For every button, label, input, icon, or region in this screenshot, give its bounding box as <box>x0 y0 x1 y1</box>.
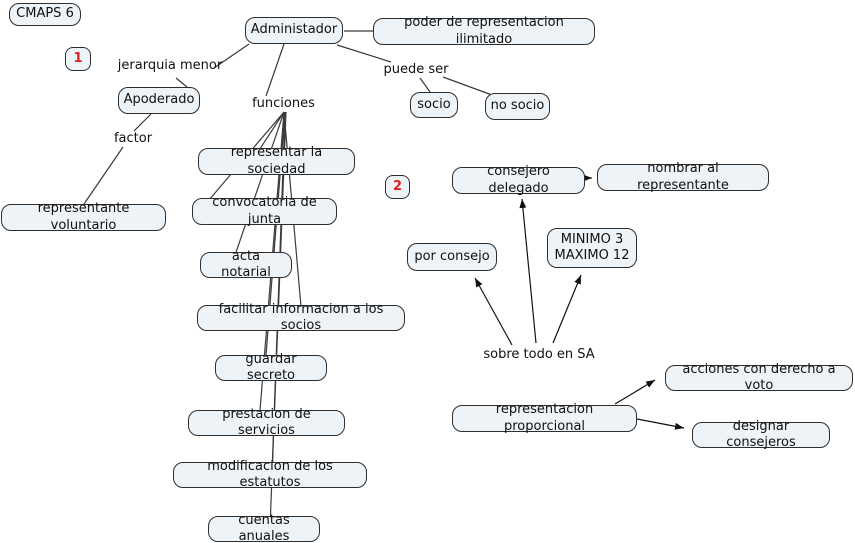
node-representar-sociedad[interactable]: representar la sociedad <box>198 145 355 177</box>
node-guardar-secreto-label: guardar secreto <box>245 351 297 383</box>
phrase-jerarquia-menor-label: jerarquia menor <box>117 57 223 73</box>
node-representacion-proporcional[interactable]: representacion proporcional <box>452 402 637 434</box>
phrase-sobre-todo-en-sa-label: sobre todo en SA <box>483 346 595 362</box>
marker-2-label: 2 <box>392 178 403 194</box>
marker-1[interactable]: 1 <box>65 47 91 71</box>
node-minimo-maximo[interactable]: MINIMO 3 MAXIMO 12 <box>547 228 637 268</box>
edge <box>336 44 392 63</box>
node-apoderado[interactable]: Apoderado <box>118 87 200 114</box>
node-socio[interactable]: socio <box>410 92 458 118</box>
node-administrador-label: Administador <box>250 22 338 38</box>
node-poder-representacion[interactable]: poder de representacion ilimitado <box>373 15 595 47</box>
node-prestacion-servicios-label: prestacion de servicios <box>222 406 311 438</box>
marker-1-label: 1 <box>73 50 83 66</box>
node-por-consejo-label: por consejo <box>414 248 490 264</box>
arrow-edge <box>636 418 685 430</box>
arrow-edge <box>552 274 582 344</box>
node-cmaps-6-label: CMAPS 6 <box>16 6 74 22</box>
edge <box>83 146 124 205</box>
node-socio-label: socio <box>417 96 451 112</box>
node-no-socio[interactable]: no socio <box>485 93 550 120</box>
node-nombrar-representante[interactable]: nombrar al representante <box>597 161 769 193</box>
phrase-factor[interactable]: factor <box>113 131 153 147</box>
node-cuentas-anuales-label: cuentas anuales <box>238 512 290 543</box>
phrase-factor-label: factor <box>113 130 153 146</box>
phrase-jerarquia-menor[interactable]: jerarquia menor <box>117 57 223 74</box>
node-cuentas-anuales[interactable]: cuentas anuales <box>208 512 320 543</box>
phrase-puede-ser[interactable]: puede ser <box>383 61 449 78</box>
node-consejero-delegado[interactable]: consejero delegado <box>452 164 585 196</box>
node-convocatoria-junta[interactable]: convocatoria de junta <box>192 195 337 227</box>
node-consejero-delegado-label: consejero delegado <box>487 164 550 196</box>
node-modificacion-estatutos[interactable]: modificacion de los estatutos <box>173 459 367 490</box>
node-representante-voluntario-label: representante voluntario <box>37 201 130 233</box>
node-poder-representacion-label: poder de representacion ilimitado <box>404 15 564 47</box>
arrow-edge <box>614 379 656 405</box>
node-acta-notarial[interactable]: acta notarial <box>200 249 292 280</box>
node-acciones-derecho-voto-label: acciones con derecho a voto <box>682 361 836 393</box>
node-no-socio-label: no socio <box>490 98 545 114</box>
edge <box>231 111 285 265</box>
node-cmaps-6[interactable]: CMAPS 6 <box>9 3 81 26</box>
node-modificacion-estatutos-label: modificacion de los estatutos <box>207 458 333 490</box>
phrase-puede-ser-label: puede ser <box>383 61 449 77</box>
phrase-funciones-label: funciones <box>252 95 315 111</box>
node-representante-voluntario[interactable]: representante voluntario <box>1 201 166 233</box>
marker-2[interactable]: 2 <box>385 175 410 199</box>
node-facilitar-informacion[interactable]: facilitar informacion a los socios <box>197 302 405 333</box>
arrow-edge <box>474 277 513 346</box>
phrase-sobre-todo-en-sa[interactable]: sobre todo en SA <box>483 347 594 363</box>
node-minimo-maximo-label: MINIMO 3 MAXIMO 12 <box>554 231 630 263</box>
node-por-consejo[interactable]: por consejo <box>407 243 497 271</box>
node-convocatoria-junta-label: convocatoria de junta <box>212 195 317 227</box>
edge <box>213 43 250 69</box>
edge <box>442 76 493 96</box>
node-designar-consejeros[interactable]: designar consejeros <box>692 419 830 450</box>
edge <box>265 43 285 97</box>
node-prestacion-servicios[interactable]: prestacion de servicios <box>188 407 345 438</box>
phrase-funciones[interactable]: funciones <box>252 95 315 112</box>
edge <box>419 77 431 93</box>
node-nombrar-representante-label: nombrar al representante <box>637 161 729 193</box>
node-designar-consejeros-label: designar consejeros <box>726 418 796 450</box>
node-representacion-proporcional-label: representacion proporcional <box>495 402 594 434</box>
edge <box>133 113 152 132</box>
node-administrador[interactable]: Administador <box>245 17 343 44</box>
node-acta-notarial-label: acta notarial <box>221 248 271 280</box>
node-representar-sociedad-label: representar la sociedad <box>230 145 323 177</box>
arrow-edge <box>519 198 537 344</box>
node-apoderado-label: Apoderado <box>123 92 195 108</box>
edge <box>175 77 188 88</box>
node-facilitar-informacion-label: facilitar informacion a los socios <box>218 301 384 333</box>
node-acciones-derecho-voto[interactable]: acciones con derecho a voto <box>665 362 853 393</box>
node-guardar-secreto[interactable]: guardar secreto <box>215 352 327 383</box>
